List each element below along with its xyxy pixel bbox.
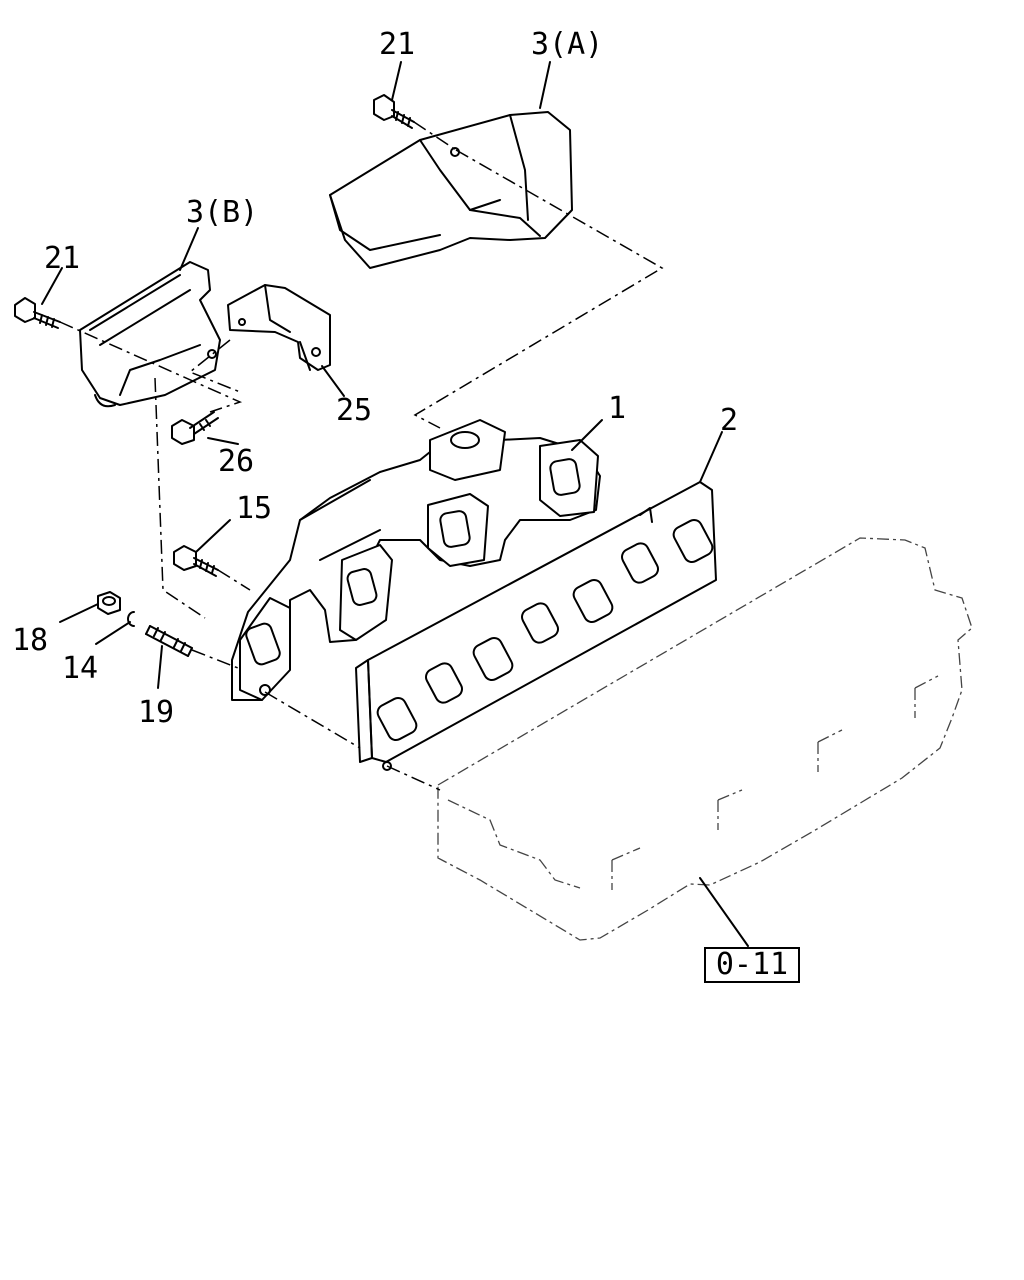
stud-19 (145, 625, 193, 657)
bolt-21-left (14, 297, 61, 329)
exhaust-manifold (231, 419, 601, 701)
heat-shield-a (329, 111, 573, 269)
cylinder-head-phantom (437, 537, 973, 941)
callout-3b: 3(B) (186, 195, 259, 230)
callout-15: 15 (236, 491, 273, 526)
callout-26: 26 (218, 444, 255, 479)
washer-14 (127, 611, 135, 627)
bolt-26 (171, 411, 219, 445)
callout-3a: 3(A) (531, 27, 604, 62)
reference-box-0-11: 0-11 (704, 947, 800, 983)
callout-21-top: 21 (379, 27, 416, 62)
callout-25: 25 (336, 393, 373, 428)
bolt-15 (173, 545, 219, 577)
callout-21-left: 21 (44, 241, 81, 276)
callout-18: 18 (12, 623, 49, 658)
bolt-21-top (373, 94, 415, 129)
leader-lines (41, 61, 749, 947)
callout-19: 19 (138, 695, 175, 730)
callout-14: 14 (62, 651, 99, 686)
heat-shield-b (79, 261, 221, 408)
nut-18 (97, 591, 121, 615)
assembly-lines (59, 121, 664, 791)
exhaust-manifold-gasket (355, 481, 717, 771)
callout-2: 2 (720, 403, 739, 438)
bracket (227, 284, 331, 371)
callout-1: 1 (608, 391, 627, 426)
